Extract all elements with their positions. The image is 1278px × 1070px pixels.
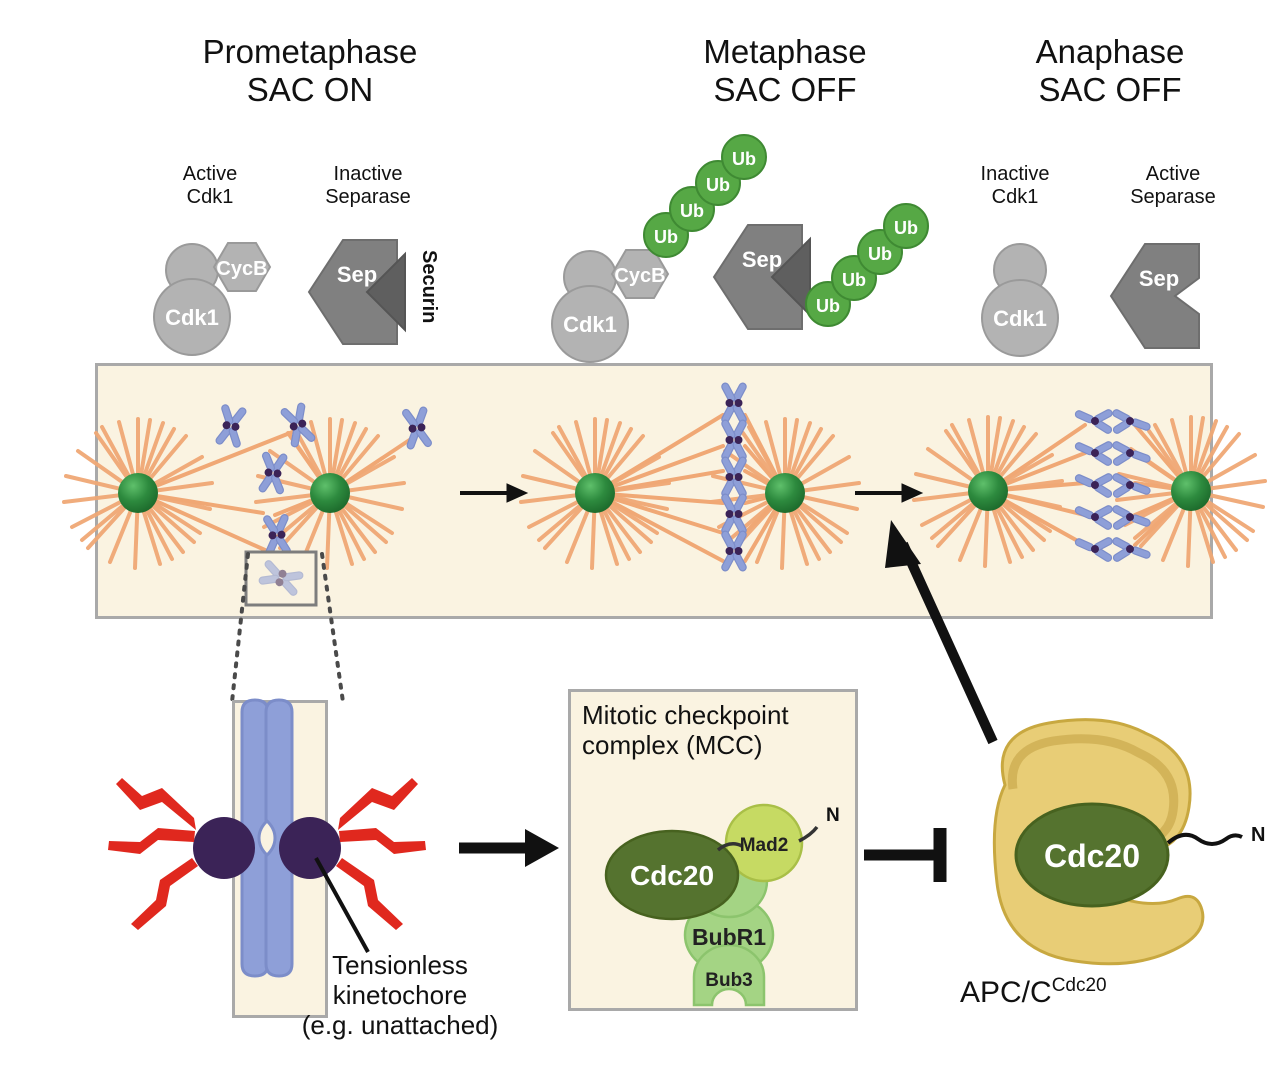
ub-label: Ub	[706, 175, 730, 195]
arrow-apc-to-anaphase	[885, 520, 998, 745]
ubiquitin-chain-cycb: Ub Ub Ub Ub	[643, 134, 767, 258]
label-inactive-separase: Inactive Separase	[325, 163, 411, 208]
sac-signal-right	[336, 778, 426, 930]
ub-label: Ub	[732, 149, 756, 169]
label-inactive-cdk1: Inactive Cdk1	[980, 163, 1050, 208]
ub-label: Ub	[868, 244, 892, 264]
phase-title-prometaphase: Prometaphase SAC ON	[202, 33, 418, 108]
arrow-kinetochore-to-mcc	[459, 829, 559, 867]
separase-securin-ubiquitinated: Sep Ub Ub Ub Ub	[712, 203, 929, 330]
apc-cdc20-label: Cdc20	[1044, 838, 1140, 874]
mcc-title: Mitotic checkpoint complex (MCC)	[582, 700, 789, 760]
label-active-separase: Active Separase	[1130, 163, 1216, 208]
cdk1-cycb-ubiquitinated: CycB Cdk1 Ub Ub Ub Ub	[551, 134, 767, 363]
cdk1-cycb-complex-prometaphase: CycB Cdk1	[153, 242, 272, 356]
apc-n-terminus-tail	[1166, 832, 1243, 846]
kinetochore-caption: Tensionless kinetochore (e.g. unattached…	[301, 950, 499, 1040]
ub-label: Ub	[894, 218, 918, 238]
protein-label-cdk1: Cdk1	[993, 306, 1047, 331]
ubiquitin-chain-securin: Ub Ub Ub Ub	[805, 203, 929, 327]
apc-c-label-main: APC/C	[960, 976, 1052, 1009]
protein-label-cdk1: Cdk1	[563, 312, 617, 337]
phase-title-metaphase: Metaphase SAC OFF	[703, 33, 867, 108]
phase-title-anaphase: Anaphase SAC OFF	[1035, 33, 1185, 108]
protein-label-securin: Securin	[418, 250, 440, 323]
zoom-connector-dotted-lines	[230, 552, 345, 704]
protein-label-sep: Sep	[1139, 266, 1179, 291]
protein-label-sep: Sep	[742, 247, 782, 272]
apc-n-terminus-label: N	[1251, 824, 1265, 846]
protein-label-sep: Sep	[337, 262, 377, 287]
apc-c-label-superscript: Cdc20	[1051, 975, 1107, 996]
ub-label: Ub	[654, 227, 678, 247]
protein-label-cdk1: Cdk1	[165, 305, 219, 330]
ub-label: Ub	[816, 296, 840, 316]
ub-label: Ub	[680, 201, 704, 221]
apc-cdc20-core-shape	[1014, 802, 1170, 908]
protein-label-cycb: CycB	[216, 258, 267, 280]
sac-signal-left	[108, 778, 198, 930]
apc-c-label: APC/CCdc20	[960, 975, 1107, 1010]
ub-label: Ub	[842, 270, 866, 290]
apc-c-cdc20-illustration: Cdc20 N	[992, 718, 1265, 966]
inhibition-symbol-mcc-apc	[864, 828, 947, 882]
protein-label-cycb: CycB	[614, 265, 665, 287]
cdk1-inactive-anaphase: Cdk1	[981, 243, 1059, 357]
label-active-cdk1: Active Cdk1	[182, 163, 238, 208]
separase-securin-complex-prometaphase: Sep Securin	[307, 239, 440, 345]
separase-active-anaphase: Sep	[1109, 243, 1200, 349]
